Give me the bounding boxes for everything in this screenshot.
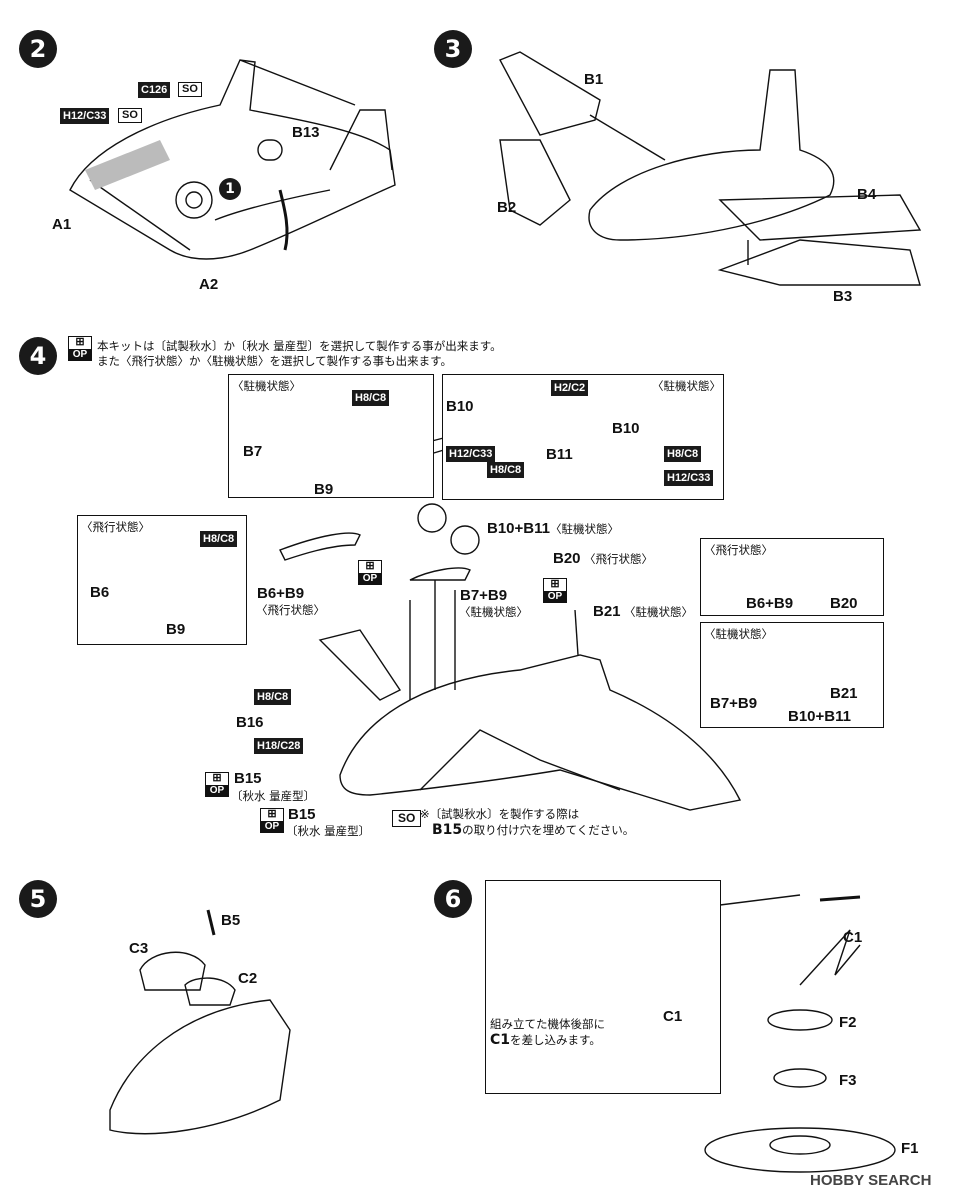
part-label-b13: B13 xyxy=(292,124,320,141)
sub-step-marker: 1 xyxy=(219,178,241,200)
part-label-b21: B21 xyxy=(593,603,621,620)
part-tag-h12-c33: H12/C33 xyxy=(664,470,714,486)
part-label-f1: F1 xyxy=(901,1140,919,1157)
part-label-b10-b11: B10+B11 xyxy=(788,708,851,725)
part-label-b9: B9 xyxy=(314,481,334,498)
part-label-c1: C1 xyxy=(663,1008,683,1025)
part-label-b20: B20 xyxy=(553,550,581,567)
part-label-b3: B3 xyxy=(833,288,853,305)
state-label: 〈駐機状態〉 xyxy=(459,605,528,619)
option-icon: ⊞OP xyxy=(260,808,284,833)
part-label-b4: B4 xyxy=(857,186,877,203)
state-label: 〈飛行状態〉 xyxy=(256,603,325,617)
step-6-number: 6 xyxy=(434,880,472,918)
part-tag-h8-c8: H8/C8 xyxy=(352,390,390,406)
part-tag-h12-c33: H12/C33 xyxy=(446,446,496,462)
part-tag-h2-c2: H2/C2 xyxy=(551,380,589,396)
part-label-b20: B20 xyxy=(830,595,858,612)
watermark: HOBBY SEARCH xyxy=(810,1172,932,1189)
part-label-b7-b9: B7+B9 xyxy=(710,695,758,712)
step-4-number: 4 xyxy=(19,337,57,375)
inset-state-label: 〈駐機状態〉 xyxy=(232,379,301,393)
part-label-b15: B15 xyxy=(288,806,316,823)
part-label-c1: C1 xyxy=(843,929,863,946)
part-label-f3: F3 xyxy=(839,1072,857,1089)
part-label-b6: B6 xyxy=(90,584,110,601)
step4-note-line2: また〈飛行状態〉か〈駐機状態〉を選択して製作する事も出来ます。 xyxy=(97,354,453,368)
part-label-b2: B2 xyxy=(497,199,517,216)
part-tag-h12-c33: H12/C33 xyxy=(60,108,110,124)
inset-stand-attach xyxy=(485,880,721,1094)
step4-note-line1: 本キットは〔試製秋水〕か〔秋水 量産型〕を選択して製作する事が出来ます。 xyxy=(97,339,502,353)
inset-state-label: 〈駐機状態〉 xyxy=(704,627,773,641)
fuselage-half-outline xyxy=(69,59,396,260)
part-label-c2: C2 xyxy=(238,970,258,987)
step6-note-line1: 組み立てた機体後部に xyxy=(490,1017,605,1031)
part-label-a1: A1 xyxy=(52,216,72,233)
part-label-f2: F2 xyxy=(839,1014,857,1031)
state-label: 〈駐機状態〉 xyxy=(624,605,693,619)
part-label-b7-b9: B7+B9 xyxy=(460,587,508,604)
option-icon: ⊞OP xyxy=(205,772,229,797)
part-tag-c126: C126 xyxy=(138,82,171,98)
part-label-b6-b9: B6+B9 xyxy=(746,595,794,612)
part-tag-h8-c8: H8/C8 xyxy=(254,689,292,705)
part-tag-h8-c8: H8/C8 xyxy=(200,531,238,547)
part-label-b7: B7 xyxy=(243,443,263,460)
part-tag-h18-c28: H18/C28 xyxy=(254,738,304,754)
step-3-number: 3 xyxy=(434,30,472,68)
part-tag-h8-c8: H8/C8 xyxy=(664,446,702,462)
so-badge: SO xyxy=(178,82,202,97)
inset-parked-result xyxy=(700,622,884,728)
part-label-b6-b9: B6+B9 xyxy=(257,585,305,602)
so-note-line2: B15の取り付け穴を埋めてください。 xyxy=(432,822,635,838)
so-badge: SO xyxy=(118,108,142,123)
option-icon: ⊞OP xyxy=(68,336,92,361)
option-icon: ⊞OP xyxy=(543,578,567,603)
state-label: 〈駐機状態〉 xyxy=(550,522,619,536)
part-label-b5: B5 xyxy=(221,912,241,929)
part-label-b10: B10 xyxy=(612,420,640,437)
part-label-b21: B21 xyxy=(830,685,858,702)
part-label-b10-b11: B10+B11 xyxy=(487,520,550,537)
inset-state-label: 〈飛行状態〉 xyxy=(704,543,773,557)
variant-label: 〔秋水 量産型〕 xyxy=(286,824,371,838)
part-label-c3: C3 xyxy=(129,940,149,957)
so-badge: SO xyxy=(392,810,422,827)
step6-note-line2: C1を差し込みます。 xyxy=(490,1032,601,1048)
option-icon: ⊞OP xyxy=(358,560,382,585)
state-label: 〈飛行状態〉 xyxy=(584,552,653,566)
part-tag-h8-c8: H8/C8 xyxy=(487,462,525,478)
part-label-b1: B1 xyxy=(584,71,604,88)
part-label-b11: B11 xyxy=(546,446,573,463)
part-label-a2: A2 xyxy=(199,276,219,293)
inset-flight-result xyxy=(700,538,884,616)
inset-state-label: 〈飛行状態〉 xyxy=(81,520,150,534)
part-label-b15: B15 xyxy=(234,770,262,787)
step-5-number: 5 xyxy=(19,880,57,918)
variant-label: 〔秋水 量産型〕 xyxy=(231,789,316,803)
part-label-b9: B9 xyxy=(166,621,186,638)
so-note-line1: ※〔試製秋水〕を製作する際は xyxy=(420,807,580,821)
part-label-b10: B10 xyxy=(446,398,474,415)
part-label-b16: B16 xyxy=(236,714,264,731)
inset-parked-skid xyxy=(228,374,434,498)
step-2-number: 2 xyxy=(19,30,57,68)
inset-state-label: 〈駐機状態〉 xyxy=(652,379,721,393)
